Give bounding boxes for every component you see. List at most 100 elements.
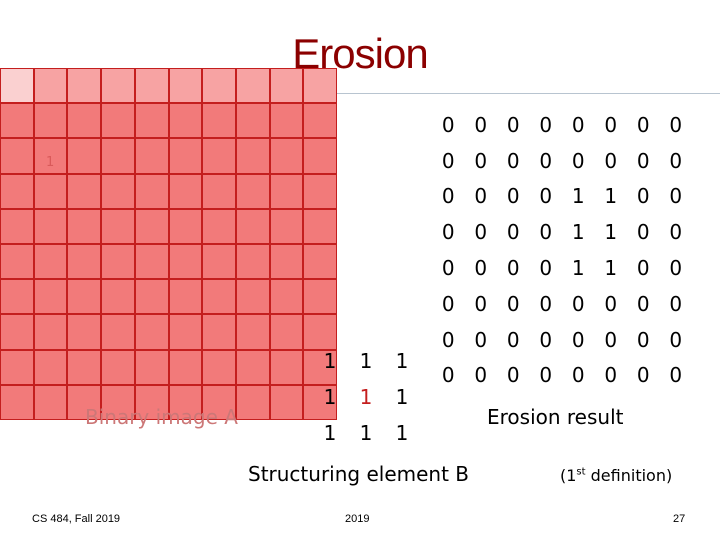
binary-image-cell	[101, 314, 135, 350]
binary-image-cell	[33, 384, 68, 420]
result-cell: 0	[474, 256, 488, 281]
result-cell: 0	[539, 112, 553, 137]
binary-image-cell	[202, 208, 236, 244]
binary-image-cell	[303, 314, 337, 350]
binary-image-cell	[303, 68, 337, 104]
binary-image-cell	[168, 138, 203, 174]
structuring-element-cell: 1	[395, 421, 409, 445]
binary-image-cell	[33, 103, 68, 139]
binary-image-cell	[202, 173, 236, 209]
binary-image-cell	[134, 384, 169, 420]
result-cell: 0	[669, 148, 683, 173]
result-cell: 0	[636, 184, 650, 209]
result-cell: 0	[539, 363, 553, 388]
binary-image-cell	[101, 103, 135, 139]
footer-page-number: 27	[673, 513, 686, 525]
result-cell: 0	[571, 363, 585, 388]
binary-image-cell	[303, 208, 337, 244]
binary-image-cell	[303, 173, 337, 209]
result-cell: 0	[604, 291, 618, 316]
binary-image-cell	[269, 68, 304, 104]
binary-image-cell	[168, 103, 203, 139]
result-cell: 0	[636, 112, 650, 137]
binary-image-cell	[101, 138, 135, 174]
binary-image-cell	[235, 384, 270, 420]
result-cell: 0	[604, 363, 618, 388]
binary-image-cell	[0, 138, 34, 174]
footer-course: CS 484, Fall 2019	[32, 513, 121, 525]
result-cell: 0	[506, 327, 520, 352]
result-cell: 0	[571, 327, 585, 352]
title-divider	[25, 93, 720, 94]
result-cell: 1	[604, 184, 618, 209]
binary-image-cell	[134, 173, 169, 209]
result-cell: 0	[669, 220, 683, 245]
result-cell: 0	[571, 148, 585, 173]
result-cell: 0	[474, 327, 488, 352]
binary-image-cell	[303, 349, 337, 385]
binary-image-cell	[269, 244, 304, 280]
binary-image-cell	[0, 384, 34, 420]
binary-image-cell	[67, 279, 102, 315]
binary-image-cell	[0, 349, 34, 385]
result-cell: 0	[539, 327, 553, 352]
binary-image-cell	[235, 68, 270, 104]
result-cell: 0	[539, 220, 553, 245]
binary-image-cell	[168, 349, 203, 385]
result-cell: 0	[506, 112, 520, 137]
binary-image-cell	[134, 208, 169, 244]
binary-image-cell	[303, 103, 337, 139]
binary-image-cell	[202, 68, 236, 104]
binary-image-cell	[101, 208, 135, 244]
definition-caption-suffix: definition)	[585, 466, 673, 485]
binary-image-cell	[33, 314, 68, 350]
binary-image-cell	[168, 173, 203, 209]
binary-image-cell	[303, 279, 337, 315]
structuring-element-cell: 1	[395, 349, 409, 373]
structuring-element-cell: 1	[323, 421, 337, 445]
binary-image-cell	[269, 384, 304, 420]
binary-image-cell	[33, 244, 68, 280]
result-cell: 0	[636, 327, 650, 352]
result-cell: 0	[669, 363, 683, 388]
result-cell: 0	[604, 148, 618, 173]
result-cell: 0	[506, 363, 520, 388]
result-cell: 0	[604, 327, 618, 352]
result-cell: 0	[539, 291, 553, 316]
binary-image-cell	[235, 349, 270, 385]
binary-image-cell	[101, 68, 135, 104]
result-cell: 0	[506, 148, 520, 173]
binary-image-cell	[0, 103, 34, 139]
result-cell: 0	[636, 363, 650, 388]
binary-image-cell	[101, 173, 135, 209]
result-cell: 1	[571, 184, 585, 209]
structuring-element-cell: 1	[395, 385, 409, 409]
result-cell: 1	[604, 256, 618, 281]
binary-image-cell	[269, 208, 304, 244]
binary-image-cell	[202, 244, 236, 280]
footer-year: 2019	[345, 513, 370, 525]
result-cell: 0	[539, 148, 553, 173]
binary-image-cell	[33, 173, 68, 209]
binary-image-cell	[269, 349, 304, 385]
result-cell: 0	[474, 112, 488, 137]
binary-image-cell	[0, 279, 34, 315]
binary-image-cell	[33, 138, 68, 174]
binary-image-cell	[67, 103, 102, 139]
binary-image-cell	[0, 244, 34, 280]
result-cell: 0	[474, 184, 488, 209]
structuring-element-cell: 1	[359, 349, 373, 373]
binary-image-cell	[269, 138, 304, 174]
binary-image-cell	[168, 208, 203, 244]
result-cell: 0	[441, 220, 455, 245]
binary-image-cell	[134, 279, 169, 315]
binary-image-cell	[33, 279, 68, 315]
binary-image-cell	[269, 314, 304, 350]
structuring-element-caption: Structuring element B	[248, 462, 470, 486]
result-cell: 0	[571, 112, 585, 137]
binary-image-cell	[67, 208, 102, 244]
result-cell: 0	[669, 256, 683, 281]
binary-image-cell	[101, 384, 135, 420]
binary-image-cell	[269, 103, 304, 139]
